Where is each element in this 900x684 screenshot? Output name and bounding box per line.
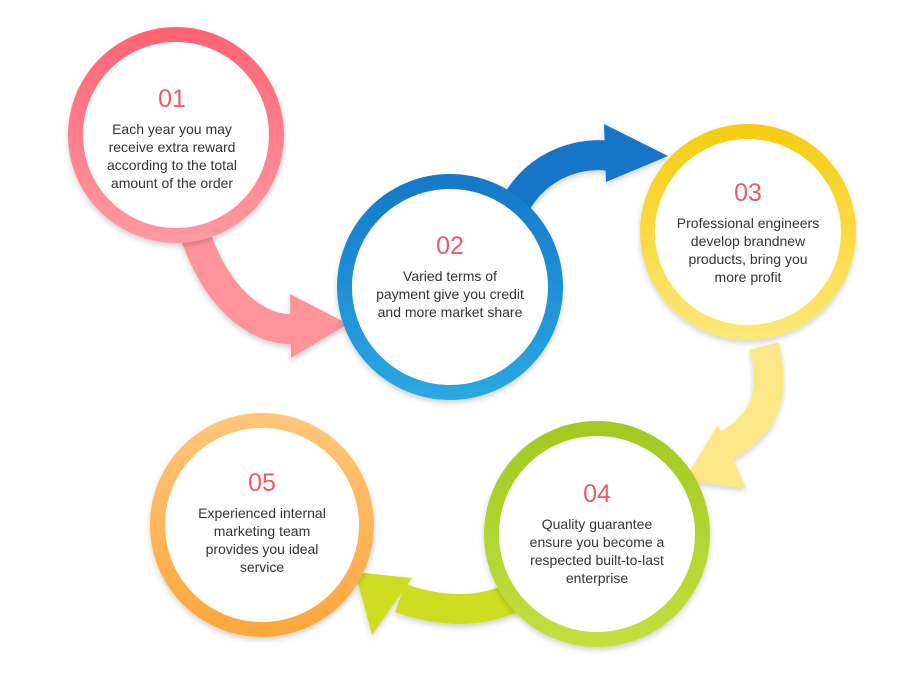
step-number: 05 bbox=[248, 469, 276, 497]
step-04: 04 Quality guarantee ensure you become a… bbox=[497, 479, 697, 587]
arrow-01-to-02 bbox=[178, 223, 348, 358]
step-02: 02 Varied terms of payment give you cred… bbox=[350, 231, 550, 321]
step-01: 01 Each year you may receive extra rewar… bbox=[72, 84, 272, 192]
step-description: Each year you may receive extra reward a… bbox=[107, 121, 237, 191]
arrow-03-to-04 bbox=[684, 342, 784, 488]
step-number: 04 bbox=[583, 480, 611, 508]
circle-step-01 bbox=[68, 27, 284, 243]
step-05: 05 Experienced internal marketing team p… bbox=[162, 468, 362, 576]
step-number: 03 bbox=[734, 179, 762, 207]
circle-step-04 bbox=[484, 421, 710, 647]
circle-step-02 bbox=[337, 174, 563, 400]
step-description: Quality guarantee ensure you become a re… bbox=[529, 516, 665, 586]
step-03: 03 Professional engineers develop brandn… bbox=[648, 178, 848, 286]
step-number: 01 bbox=[158, 85, 186, 113]
step-description: Professional engineers develop brandnew … bbox=[676, 215, 820, 285]
arrow-04-to-05 bbox=[355, 572, 523, 635]
circle-step-03 bbox=[640, 124, 856, 340]
step-description: Experienced internal marketing team prov… bbox=[198, 505, 326, 575]
arrow-02-to-03 bbox=[501, 124, 668, 213]
circle-step-05 bbox=[150, 413, 374, 637]
step-number: 02 bbox=[436, 232, 464, 260]
step-description: Varied terms of payment give you credit … bbox=[376, 268, 524, 320]
